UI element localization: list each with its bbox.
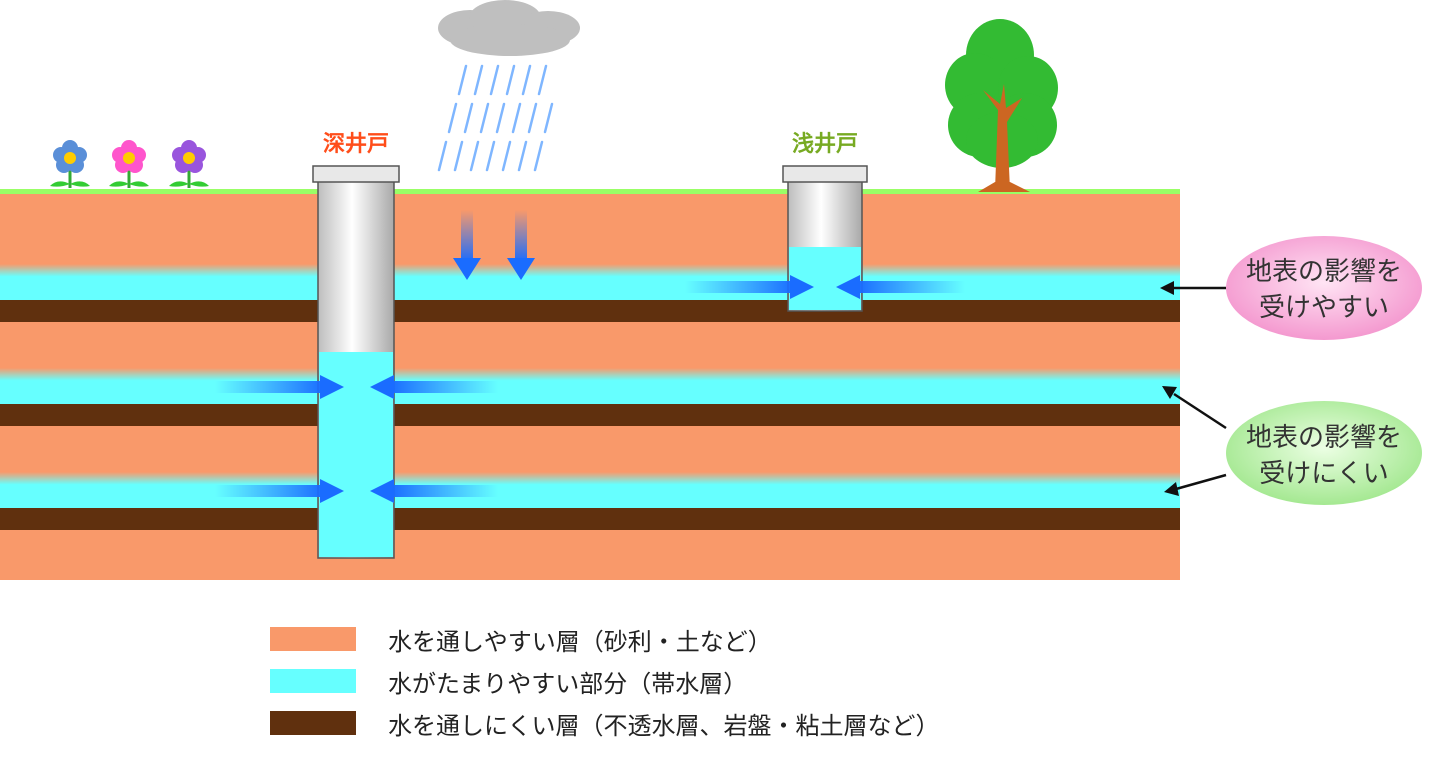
- rain-icon: [437, 64, 554, 172]
- deep-well-label: 深井戸: [323, 132, 389, 157]
- aquifer-layer-1: [0, 264, 1180, 300]
- shallow-well-water: [789, 247, 861, 310]
- cloud-icon: [438, 0, 580, 56]
- legend-item: 水がたまりやすい部分（帯水層）: [270, 660, 940, 702]
- legend-label: 水を通しにくい層（不透水層、岩盤・粘土層など）: [388, 711, 940, 740]
- legend-item: 水を通しやすい層（砂利・土など）: [270, 618, 940, 660]
- inflow-arrow-right: [215, 479, 344, 503]
- down-arrow-icon: [507, 210, 535, 280]
- legend-swatch-aquifer: [270, 669, 356, 693]
- grass-line: [0, 189, 1180, 194]
- aquifer-layer-3: [0, 472, 1180, 508]
- flower-icon: [50, 140, 90, 188]
- down-arrow-icon: [453, 210, 481, 280]
- ground-section: [0, 189, 1180, 580]
- impermeable-layer-2: [0, 404, 1180, 426]
- impermeable-layer-1: [0, 300, 1180, 322]
- shallow-well-inflow-arrows: [685, 275, 965, 299]
- legend-swatch-permeable: [270, 627, 356, 651]
- inflow-arrow-right: [215, 375, 344, 399]
- bubble-text-line2: 受けやすい: [1259, 293, 1389, 323]
- impermeable-layer-3: [0, 508, 1180, 530]
- inflow-arrow-left: [370, 479, 498, 503]
- legend-item: 水を通しにくい層（不透水層、岩盤・粘土層など）: [270, 702, 940, 744]
- flower-icon: [109, 140, 149, 188]
- inflow-arrow-left: [836, 275, 965, 299]
- bubble-surface-unaffected: 地表の影響を 受けにくい: [1226, 401, 1422, 505]
- left-arrow-icon: [1162, 386, 1227, 430]
- bubble-text-line1: 地表の影響を: [1246, 423, 1402, 453]
- inflow-arrow-left: [370, 375, 498, 399]
- bubble-text-line2: 受けにくい: [1259, 459, 1388, 489]
- deep-well-cap: [312, 165, 400, 183]
- pointer-arrows: [1160, 281, 1227, 496]
- left-arrow-icon: [1160, 281, 1226, 295]
- legend: 水を通しやすい層（砂利・土など） 水がたまりやすい部分（帯水層） 水を通しにくい…: [270, 618, 940, 744]
- bubble-text-line1: 地表の影響を: [1246, 257, 1402, 287]
- inflow-arrow-right: [685, 275, 814, 299]
- legend-swatch-impermeable: [270, 711, 356, 735]
- tree-icon: [945, 19, 1058, 192]
- flowers: [50, 140, 209, 188]
- legend-label: 水がたまりやすい部分（帯水層）: [388, 669, 748, 698]
- bubble-surface-affected: 地表の影響を 受けやすい: [1226, 236, 1422, 340]
- shallow-well-cap: [782, 165, 868, 183]
- shallow-well-label: 浅井戸: [792, 132, 858, 157]
- infiltration-arrows: [453, 210, 535, 280]
- legend-label: 水を通しやすい層（砂利・土など）: [388, 627, 772, 656]
- deep-well-inflow-arrows: [215, 375, 498, 503]
- left-arrow-icon: [1164, 473, 1227, 496]
- flower-icon: [169, 140, 209, 188]
- aquifer-layer-2: [0, 368, 1180, 404]
